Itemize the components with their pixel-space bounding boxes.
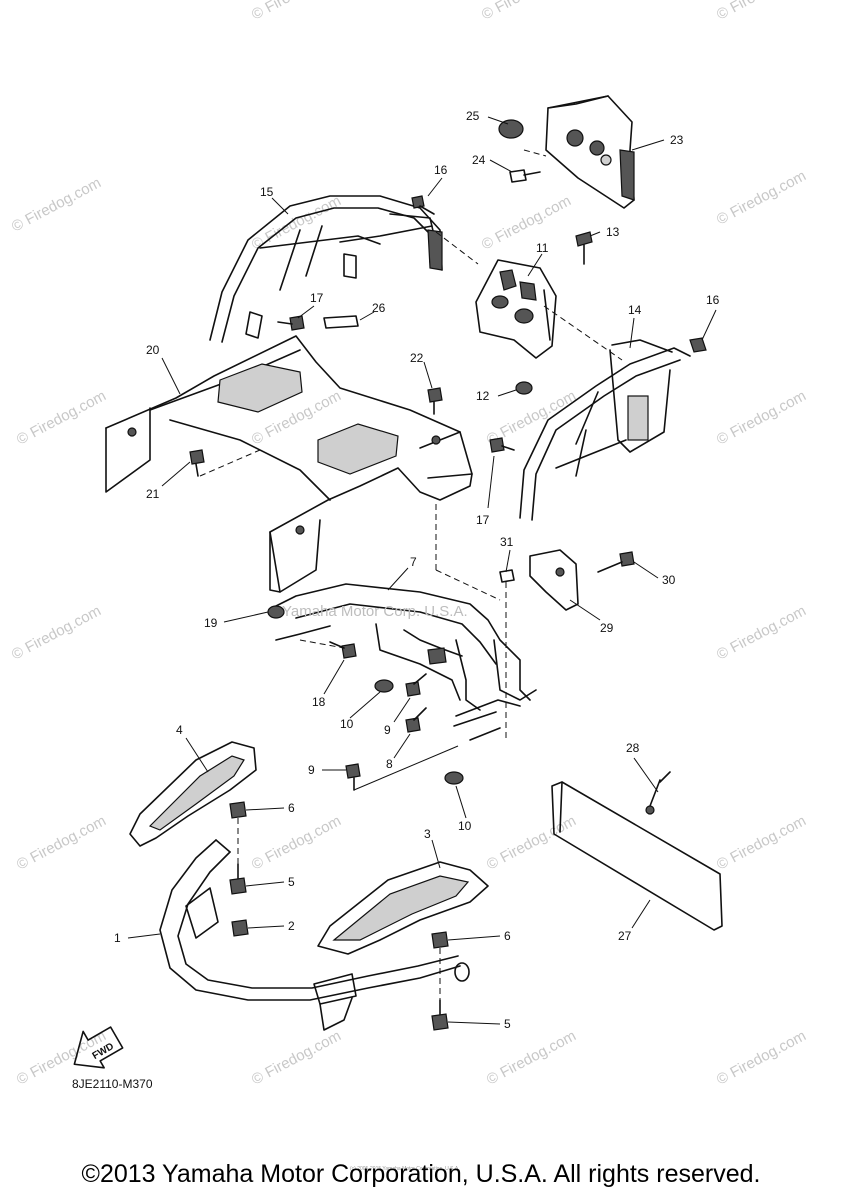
part-16-bolt-upper xyxy=(411,195,435,215)
part-1-bumper xyxy=(159,839,470,1031)
part-25-cap xyxy=(498,119,524,139)
part-4-cover xyxy=(129,741,257,847)
callout-29: 29 xyxy=(600,621,614,635)
part-3-cover xyxy=(317,861,489,955)
watermark: © Firedog.com xyxy=(14,387,109,448)
part-21-bolt xyxy=(189,449,205,477)
callout-24: 24 xyxy=(472,153,486,167)
part-18-bolt xyxy=(329,641,357,659)
watermark: © Firedog.com xyxy=(714,1027,809,1088)
part-14-side-bar xyxy=(519,339,691,521)
callout-7: 7 xyxy=(410,555,417,569)
part-6-collar-upper xyxy=(229,801,247,819)
callout-14: 14 xyxy=(628,303,642,317)
part-2-bolt xyxy=(231,919,249,937)
leader-lines xyxy=(127,116,717,1025)
part-26-tag xyxy=(323,315,359,329)
part-20-fender xyxy=(105,335,473,593)
part-8-bolt xyxy=(405,707,427,733)
callout-27: 27 xyxy=(618,929,632,943)
callout-21: 21 xyxy=(146,487,160,501)
part-11-bracket xyxy=(475,259,557,359)
callout-10: 10 xyxy=(340,717,354,731)
callout-5: 5 xyxy=(504,1017,511,1031)
callout-18: 18 xyxy=(312,695,326,709)
callout-22: 22 xyxy=(410,351,424,365)
watermark: © Firedog.com xyxy=(714,167,809,228)
callout-6: 6 xyxy=(504,929,511,943)
callout-13: 13 xyxy=(606,225,620,239)
watermark: © Firedog.com xyxy=(484,812,579,873)
callout-23: 23 xyxy=(670,133,684,147)
overlay-text: Yamaha Motor Corp. U.S.A. xyxy=(282,603,468,620)
part-16-bolt-right xyxy=(689,337,707,353)
part-17-bolt-left xyxy=(277,315,305,331)
callout-5: 5 xyxy=(288,875,295,889)
part-9-bolt-upper xyxy=(405,673,427,697)
callout-30: 30 xyxy=(662,573,676,587)
assembly-lines xyxy=(199,149,623,1000)
callout-17: 17 xyxy=(476,513,490,527)
callout-16: 16 xyxy=(706,293,720,307)
watermark: © Firedog.com xyxy=(484,1027,579,1088)
watermark: © Firedog.com xyxy=(14,812,109,873)
part-6-collar-lower xyxy=(431,931,449,949)
callout-2: 2 xyxy=(288,919,295,933)
part-30-bolt xyxy=(597,551,635,573)
fine-print: (c) 2005-2015 Yamaha Motor Corporation, … xyxy=(350,1166,460,1172)
watermark: © Firedog.com xyxy=(714,0,809,24)
callout-19: 19 xyxy=(204,616,218,630)
part-15-grab-bar xyxy=(209,195,443,343)
callout-8: 8 xyxy=(386,757,393,771)
callouts: 25 24 23 16 15 11 13 16 14 12 26 17 22 2… xyxy=(114,109,720,1031)
callout-6: 6 xyxy=(288,801,295,815)
watermark: © Firedog.com xyxy=(714,602,809,663)
callout-26: 26 xyxy=(372,301,386,315)
callout-25: 25 xyxy=(466,109,480,123)
watermark: © Firedog.com xyxy=(249,812,344,873)
watermark: © Firedog.com xyxy=(479,0,574,24)
callout-10: 10 xyxy=(458,819,472,833)
watermark: © Firedog.com xyxy=(714,387,809,448)
callout-1: 1 xyxy=(114,931,121,945)
watermark: © Firedog.com xyxy=(9,174,104,235)
copyright-notice: ©2013 Yamaha Motor Corporation, U.S.A. A… xyxy=(81,1160,761,1188)
watermark: © Firedog.com xyxy=(9,602,104,663)
watermark: © Firedog.com xyxy=(714,812,809,873)
callout-20: 20 xyxy=(146,343,160,357)
part-9-bolt-lower xyxy=(345,763,361,791)
part-10-nut-lower xyxy=(444,771,464,785)
part-5-bolt-upper xyxy=(229,863,247,895)
callout-11: 11 xyxy=(536,241,549,255)
callout-4: 4 xyxy=(176,723,183,737)
callout-16: 16 xyxy=(434,163,448,177)
part-23-housing xyxy=(545,95,635,209)
callout-31: 31 xyxy=(500,535,514,549)
part-7-frame xyxy=(275,583,537,741)
diagram-code: 8JE2110-M370 xyxy=(72,1077,153,1091)
part-10-nut-upper xyxy=(374,679,394,693)
callout-3: 3 xyxy=(424,827,431,841)
part-22-bolt xyxy=(427,387,443,415)
part-27-plate xyxy=(551,781,723,931)
part-17-bolt-right xyxy=(489,437,515,453)
part-31-clip xyxy=(499,569,515,583)
callout-17: 17 xyxy=(310,291,324,305)
watermark: © Firedog.com xyxy=(249,1027,344,1088)
part-12-nut xyxy=(515,381,533,395)
part-5-bolt-lower xyxy=(431,999,449,1031)
part-28-pin xyxy=(645,771,671,815)
callout-28: 28 xyxy=(626,741,640,755)
watermark: © Firedog.com xyxy=(479,192,574,253)
part-24-screw xyxy=(509,169,541,183)
callout-9: 9 xyxy=(308,763,315,777)
watermark: © Firedog.com xyxy=(249,0,344,24)
callout-12: 12 xyxy=(476,389,490,403)
part-29-plate xyxy=(529,549,579,611)
callout-9: 9 xyxy=(384,723,391,737)
part-13-bolt xyxy=(575,231,593,265)
callout-15: 15 xyxy=(260,185,274,199)
